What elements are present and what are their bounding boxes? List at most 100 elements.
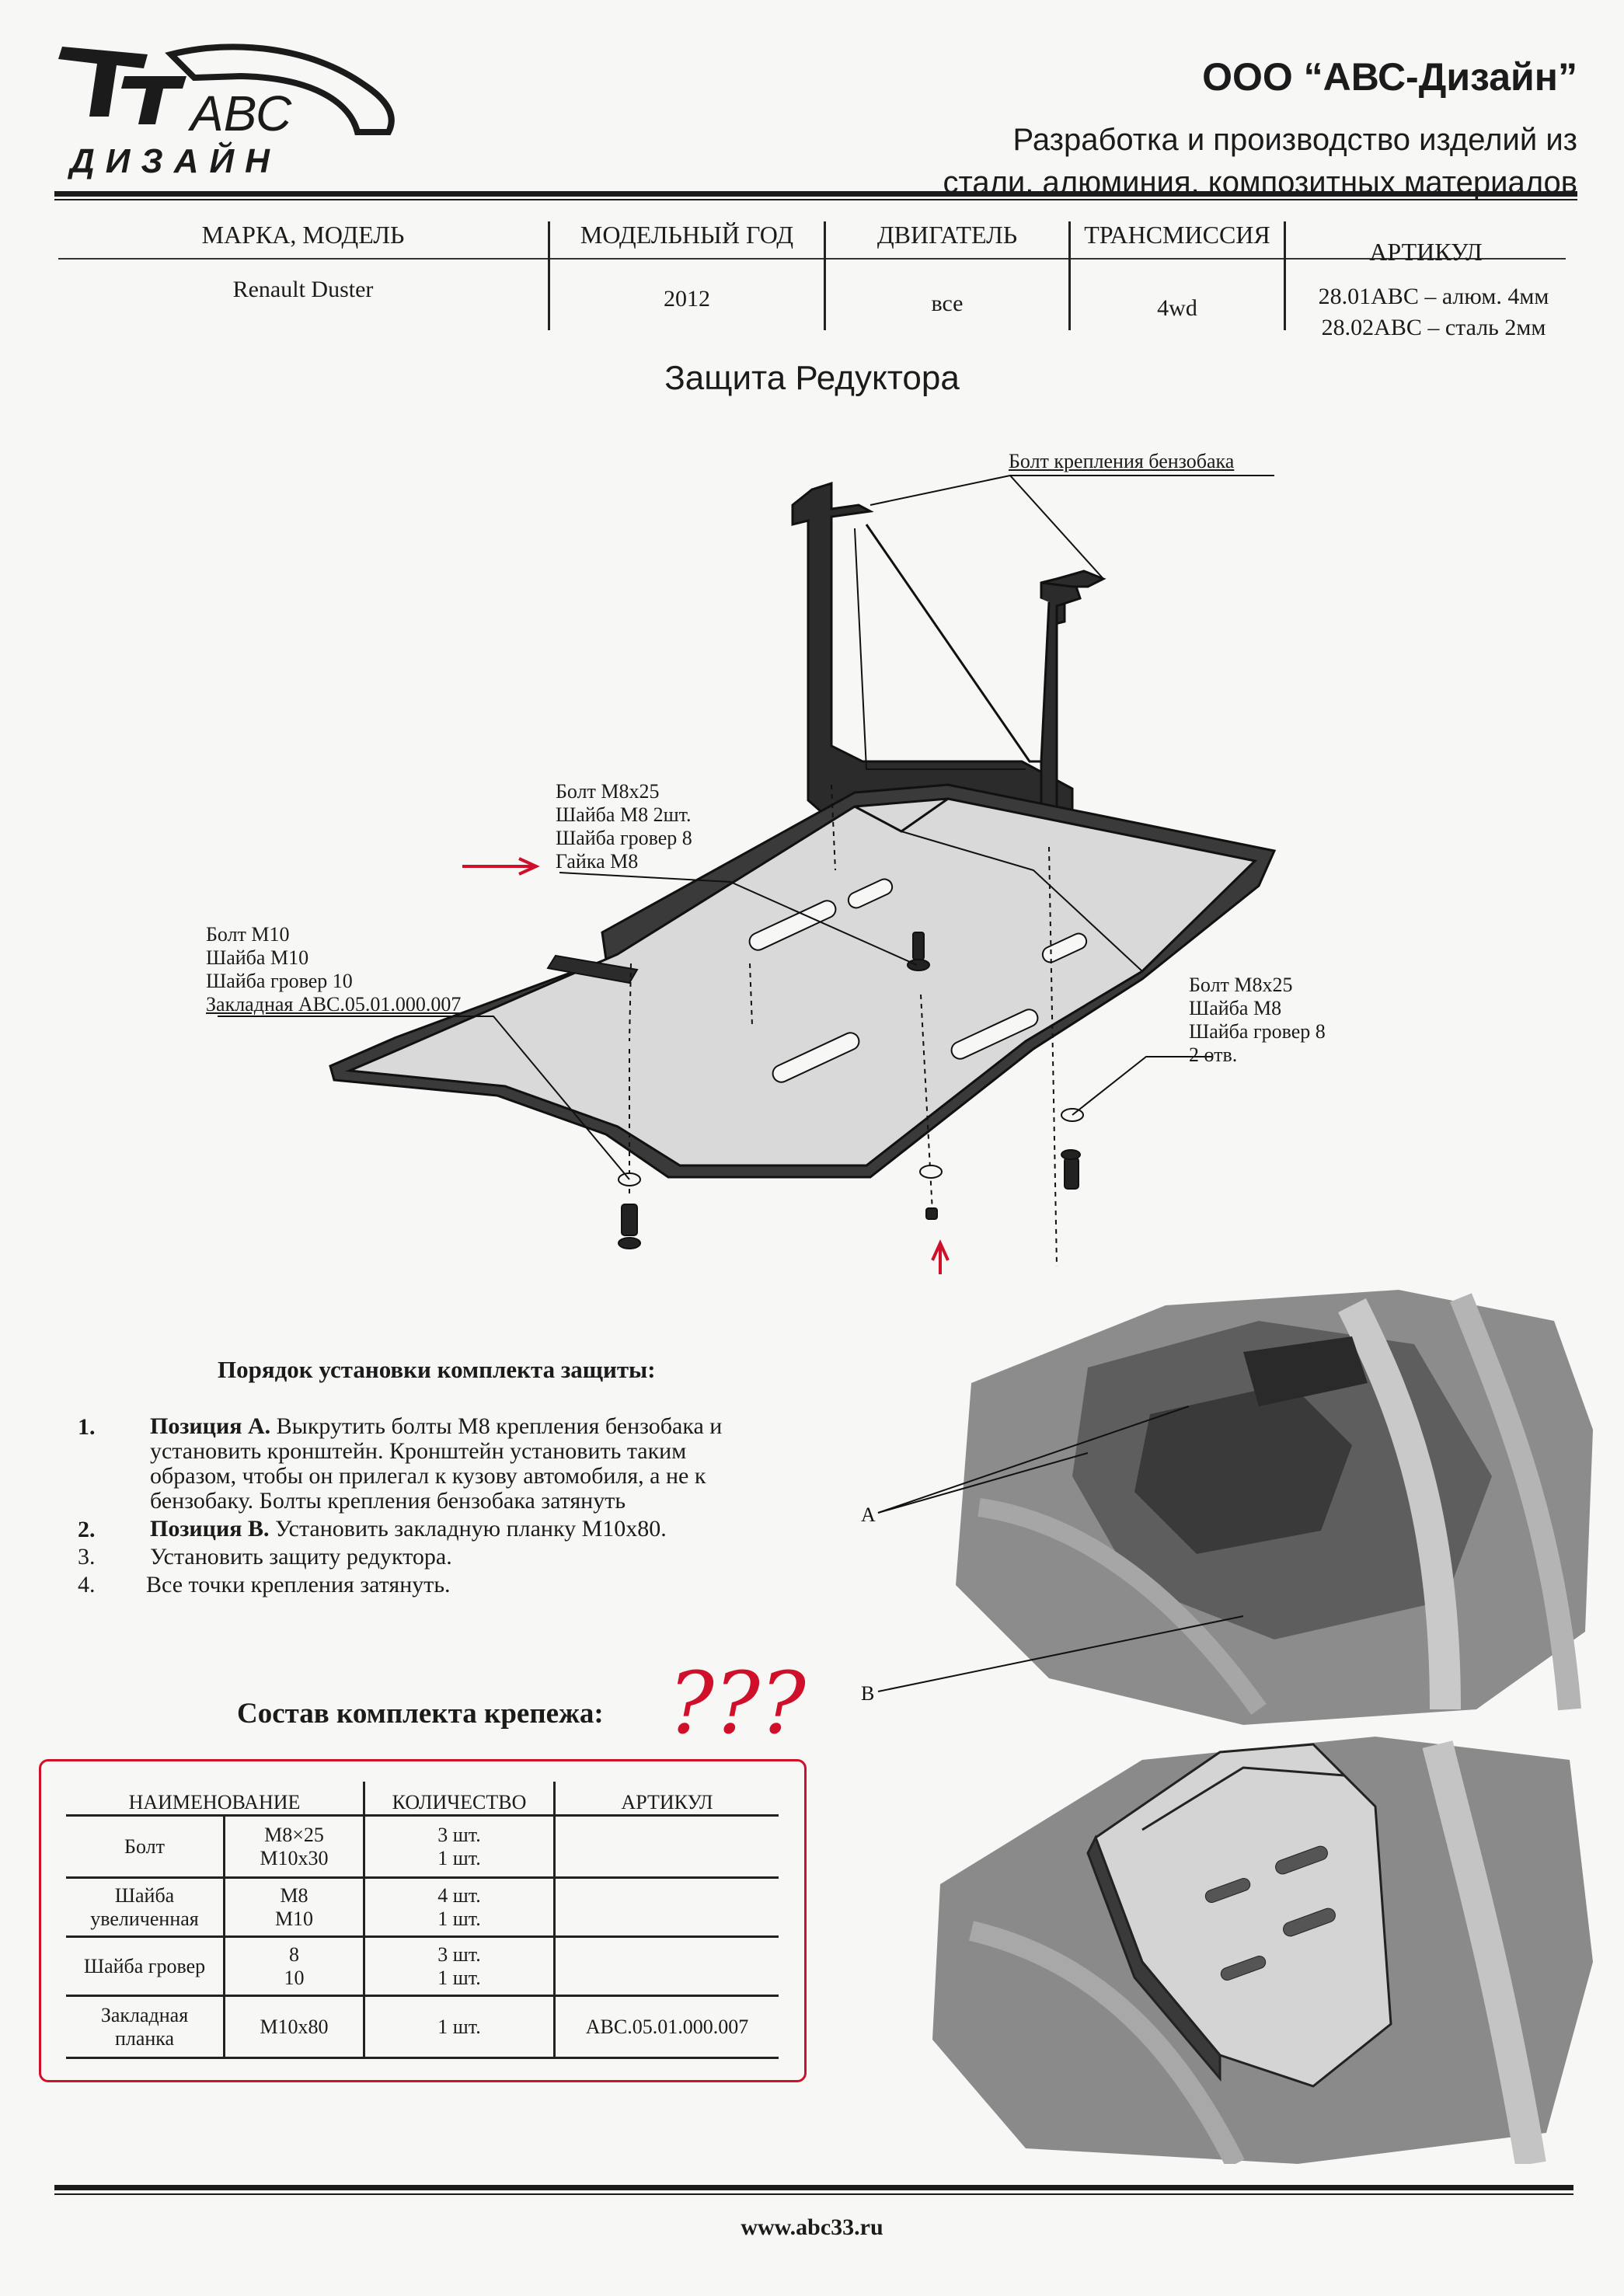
leader-lines — [218, 475, 1274, 1180]
spec-header-engine: ДВИГАТЕЛЬ — [876, 221, 1018, 249]
spec-col-divider — [548, 221, 550, 330]
kit-size: М8 — [280, 1883, 308, 1907]
exploded-assembly-drawing — [218, 475, 1277, 1305]
spec-header-transmission: ТРАНСМИССИЯ — [1084, 221, 1270, 249]
kit-table-highlight — [39, 1759, 807, 2082]
instruction-step: 4. Все точки крепления затянуть. — [78, 1573, 824, 1601]
step-position-label: Позиция А. — [150, 1413, 271, 1439]
label-line: Закладная АВС.05.01.000.007 — [206, 993, 462, 1016]
spec-header-year: МОДЕЛЬНЫЙ ГОД — [580, 221, 794, 249]
kit-item-name: Шайба гровер — [66, 1935, 225, 1996]
step-text: образом, чтобы он прилегал к кузову авто… — [150, 1463, 706, 1489]
instruction-step: 1. Позиция А. Выкрутить болты М8 креплен… — [78, 1414, 824, 1517]
kit-item-article — [554, 1814, 779, 1878]
step-text: установить кронштейн. Кронштейн установи… — [150, 1438, 687, 1464]
photo-label-a: А — [861, 1503, 876, 1526]
company-logo: АВС ДИЗАЙН — [58, 44, 395, 180]
skid-plate — [329, 783, 1277, 1179]
kit-header-qty: КОЛИЧЕСТВО — [364, 1782, 556, 1817]
header-rule-thin — [54, 199, 1577, 200]
kit-qty: 4 шт. — [437, 1883, 481, 1907]
question-marks-annotation: ??? — [668, 1655, 807, 1753]
kit-item-sizes: М10х80 — [224, 1995, 365, 2059]
kit-size: 10 — [284, 1966, 305, 1989]
step-text: Все точки крепления затянуть. — [146, 1572, 451, 1597]
question-marks-text: ??? — [668, 1655, 807, 1753]
label-center-fasteners: Болт М8х25 Шайба М8 2шт. Шайба гровер 8 … — [556, 780, 692, 873]
spec-header-article: АРТИКУЛ — [1369, 238, 1483, 266]
instructions-title: Порядок установки комплекта защиты: — [218, 1356, 656, 1383]
label-line: 2 отв. — [1189, 1043, 1238, 1066]
spec-year: 2012 — [664, 286, 710, 312]
label-tank-bolt: Болт крепления бензобака — [1009, 450, 1235, 472]
kit-title: Состав комплекта крепежа: — [237, 1698, 604, 1730]
spec-header-model: МАРКА, МОДЕЛЬ — [201, 221, 405, 249]
kit-table-header: НАИМЕНОВАНИЕ КОЛИЧЕСТВО АРТИКУЛ — [66, 1782, 779, 1817]
step-text: Установить закладную планку М10х80. — [275, 1516, 667, 1542]
kit-item-article: АВС.05.01.000.007 — [554, 1995, 779, 2059]
company-name: ООО “АВС-Дизайн” — [1202, 55, 1577, 99]
kit-size: 8 — [289, 1942, 299, 1966]
footer-website[interactable]: www.abc33.ru — [741, 2214, 883, 2240]
instructions-list: 1. Позиция А. Выкрутить болты М8 креплен… — [78, 1414, 824, 1601]
kit-table: НАИМЕНОВАНИЕ КОЛИЧЕСТВО АРТИКУЛ Болт М8×… — [66, 1782, 779, 2059]
spec-col-divider — [1284, 221, 1286, 330]
label-line: Шайба М8 2шт. — [556, 803, 692, 826]
kit-item-qty: 3 шт.1 шт. — [364, 1935, 556, 1996]
embedded-plate — [546, 954, 639, 984]
kit-qty: 3 шт. — [437, 1823, 481, 1846]
company-tagline-1: Разработка и производство изделий из — [1012, 123, 1577, 157]
step-number: 4. — [78, 1572, 96, 1597]
installation-photo-bottom — [909, 1729, 1593, 2164]
kit-item-qty: 4 шт.1 шт. — [364, 1876, 556, 1937]
kit-qty: 1 шт. — [437, 1966, 481, 1989]
header-rule — [54, 191, 1577, 197]
kit-item-name: Закладная планка — [66, 1995, 225, 2059]
footer-rule-thin — [54, 2193, 1573, 2195]
kit-item-article — [554, 1935, 779, 1996]
kit-item-name: Шайба увеличенная — [66, 1876, 225, 1937]
spec-article-1: 28.01АВС – алюм. 4мм — [1318, 284, 1549, 309]
instruction-step: 2. Позиция В. Установить закладную планк… — [78, 1517, 824, 1545]
logo-subtext: ДИЗАЙН — [67, 141, 281, 180]
footer-rule — [54, 2185, 1573, 2190]
spec-article-2: 28.02АВС – сталь 2мм — [1321, 315, 1546, 340]
step-text: Выкрутить болты М8 крепления бензобака и — [276, 1413, 723, 1439]
label-line: Болт М10 — [206, 923, 290, 946]
kit-size: М8×25 — [264, 1823, 324, 1846]
label-line: Шайба гровер 8 — [1189, 1020, 1326, 1043]
step-text: Установить защиту редуктора. — [150, 1544, 452, 1570]
label-line: Шайба гровер 8 — [556, 827, 692, 849]
label-line: Шайба М8 — [1189, 997, 1282, 1019]
spec-table-divider — [58, 258, 1566, 260]
kit-qty: 1 шт. — [437, 1846, 481, 1869]
step-text: бензобаку. Болты крепления бензобака зат… — [150, 1488, 626, 1514]
label-line: Болт М8х25 — [556, 780, 660, 803]
logo-text: АВС — [187, 85, 292, 141]
kit-size: М10х30 — [260, 1846, 329, 1869]
kit-header-name: НАИМЕНОВАНИЕ — [66, 1782, 365, 1817]
label-left-fasteners: Болт М10 Шайба М10 Шайба гровер 10 Закла… — [206, 923, 461, 1016]
plate-slots — [748, 878, 1088, 1083]
kit-qty: 3 шт. — [437, 1942, 481, 1966]
photo-label-b: В — [861, 1682, 874, 1705]
spec-transmission: 4wd — [1157, 295, 1197, 321]
step-position-label: Позиция В. — [150, 1516, 270, 1542]
kit-item-article — [554, 1876, 779, 1937]
spec-col-divider — [1068, 221, 1071, 330]
spec-col-divider — [824, 221, 826, 330]
step-number: 2. — [78, 1517, 96, 1542]
kit-item-name: Болт — [66, 1814, 225, 1878]
page-title: Защита Редуктора — [664, 359, 960, 397]
spec-model: Renault Duster — [232, 277, 374, 302]
kit-item-qty: 3 шт.1 шт. — [364, 1814, 556, 1878]
table-row: Закладная планка М10х80 1 шт. АВС.05.01.… — [66, 1995, 779, 2059]
kit-size: М10 — [274, 1907, 314, 1930]
mounted-skid-plate — [1086, 1743, 1392, 2088]
step-number: 1. — [78, 1414, 96, 1440]
